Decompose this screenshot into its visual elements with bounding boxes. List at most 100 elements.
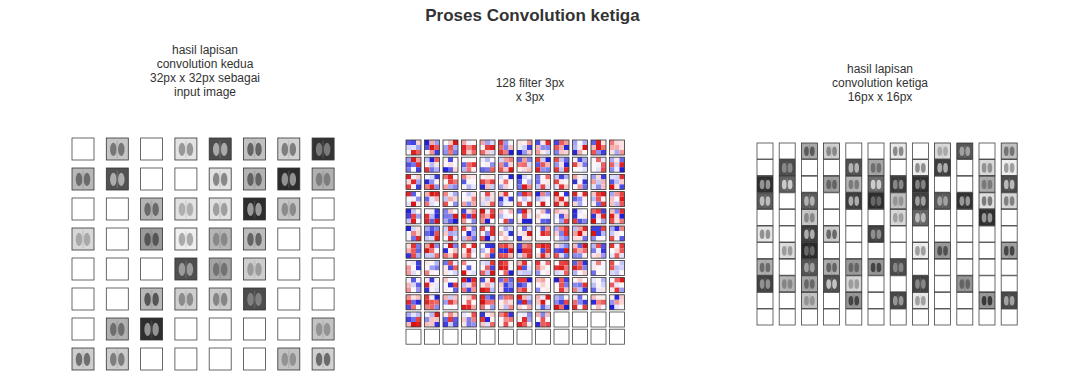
filter-kernel [406,278,421,293]
feature-map [141,318,163,340]
feature-map [141,258,163,280]
feature-map [1001,176,1017,192]
filter-kernel [462,329,477,344]
feature-map [175,228,197,250]
feature-map [979,309,995,325]
feature-map [801,276,817,292]
filter-kernel [554,209,569,224]
filter-kernel [610,295,625,310]
feature-map [935,276,951,292]
filter-kernel [610,157,625,172]
filter-kernel [536,174,551,189]
filter-kernel [610,226,625,241]
feature-map [801,143,817,159]
filter-kernel [573,226,588,241]
filter-kernel [406,329,421,344]
feature-map [846,143,862,159]
feature-map [175,138,197,160]
feature-map [312,258,334,280]
feature-map [801,292,817,308]
feature-map [312,198,334,220]
feature-map [209,258,231,280]
feature-map [935,176,951,192]
feature-map [868,226,884,242]
feature-map [141,228,163,250]
filter-kernel [554,295,569,310]
feature-map [935,160,951,176]
feature-map [868,259,884,275]
feature-map [912,176,928,192]
feature-map [244,348,266,370]
feature-map [824,259,840,275]
feature-map [72,318,94,340]
feature-map [72,198,94,220]
feature-map [979,193,995,209]
filter-kernel [554,278,569,293]
filter-kernel [480,174,495,189]
feature-map [244,318,266,340]
feature-map [1001,143,1017,159]
feature-map [912,243,928,259]
filter-kernel [406,140,421,155]
feature-map [957,160,973,176]
feature-map [312,168,334,190]
feature-map [868,243,884,259]
feature-map [979,143,995,159]
feature-map [824,292,840,308]
filter-kernel [536,192,551,207]
feature-map [779,276,795,292]
filter-kernel [536,278,551,293]
feature-map [72,228,94,250]
feature-map [912,193,928,209]
feature-map [979,259,995,275]
filter-kernel [480,243,495,258]
filter-kernel [406,243,421,258]
filter-kernel [536,157,551,172]
filter-kernel [462,278,477,293]
filter-kernel [406,226,421,241]
feature-map [868,143,884,159]
filter-kernel [573,157,588,172]
filter-kernel [554,174,569,189]
feature-map [1001,276,1017,292]
feature-map [1001,292,1017,308]
feature-map [801,193,817,209]
feature-map [278,168,300,190]
filter-kernel [425,226,440,241]
feature-map [868,209,884,225]
filter-kernel [591,174,606,189]
filter-kernel [517,192,532,207]
feature-map [278,288,300,310]
feature-map [779,193,795,209]
filter-kernel [406,157,421,172]
filter-kernel [591,226,606,241]
panel-heading: hasil lapisan convolution kedua 32px x 3… [146,43,264,99]
feature-map [868,193,884,209]
filter-kernel [499,260,514,275]
filter-kernel [480,312,495,327]
feature-map [141,348,163,370]
feature-map [757,309,773,325]
feature-map [957,176,973,192]
feature-map [868,160,884,176]
feature-map [209,198,231,220]
feature-map [824,243,840,259]
feature-map [757,176,773,192]
feature-map [846,209,862,225]
filter-kernel [480,192,495,207]
feature-map [141,168,163,190]
filter-kernel [499,312,514,327]
filter-kernel [499,243,514,258]
feature-map [912,259,928,275]
feature-map [890,292,906,308]
filter-kernel [425,174,440,189]
filter-kernel [462,312,477,327]
filter-kernel [610,192,625,207]
feature-map [846,309,862,325]
feature-map [957,193,973,209]
feature-map [824,176,840,192]
filter-kernel [591,260,606,275]
feature-map [935,209,951,225]
feature-map [912,226,928,242]
